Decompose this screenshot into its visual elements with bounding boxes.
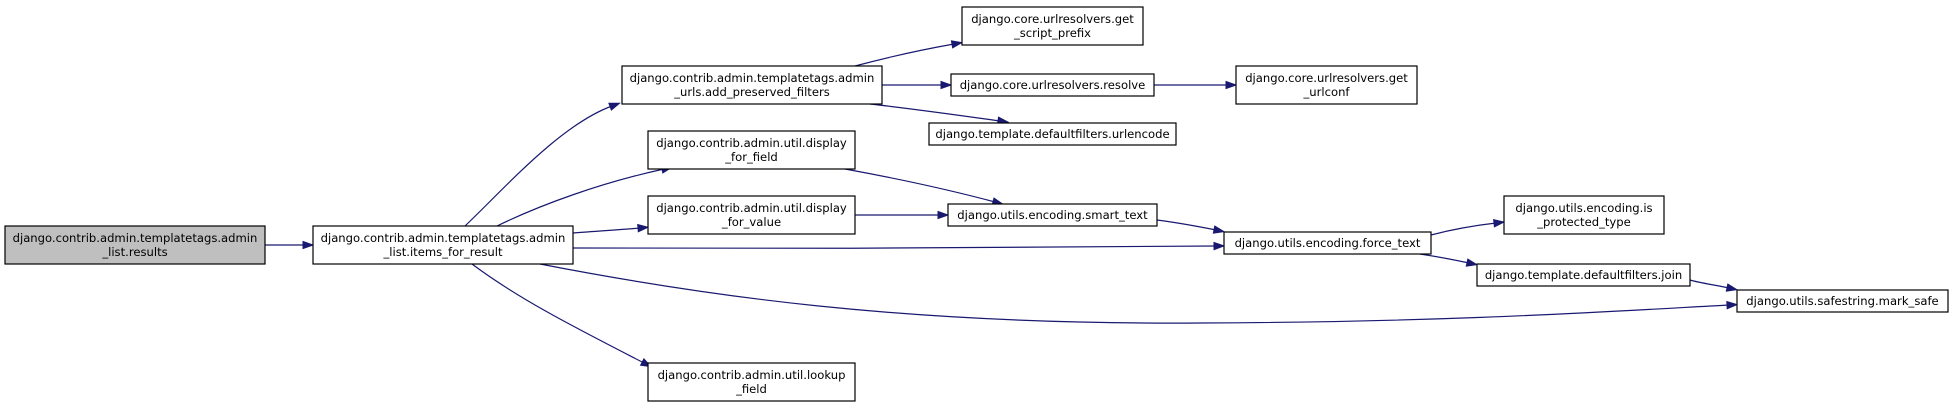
arrowhead-icon [1225, 80, 1238, 90]
edge-items_for_result-to-add_preserved_filters [464, 102, 621, 227]
node-box [647, 362, 856, 402]
node-box [950, 73, 1155, 97]
node-mark-safe[interactable]: django.utils.safestring.mark_safe [1736, 289, 1949, 313]
node-label: django.contrib.admin.util.display [656, 201, 847, 215]
node-label: django.contrib.admin.templatetags.admin [321, 231, 566, 245]
node-box [1476, 263, 1691, 287]
edge-line [869, 103, 1001, 122]
node-box [621, 65, 883, 105]
node-label: django.core.urlresolvers.get [971, 12, 1134, 26]
node-box [4, 225, 266, 265]
node-box [928, 122, 1177, 146]
arrowhead-icon [940, 80, 953, 90]
node-urlencode[interactable]: django.template.defaultfilters.urlencode [928, 122, 1177, 146]
node-label: django.utils.encoding.smart_text [957, 208, 1148, 222]
edge-line [1430, 222, 1497, 236]
edge-line [1156, 219, 1217, 231]
node-label: django.utils.encoding.force_text [1235, 236, 1421, 250]
edge-line [1419, 253, 1470, 264]
edge-items_for_result-to-display_for_value [572, 223, 650, 234]
arrowhead-icon [1725, 283, 1739, 292]
node-label: django.template.defaultfilters.urlencode [935, 127, 1169, 141]
node-box [961, 6, 1144, 46]
node-box [647, 195, 856, 235]
edge-add_preserved_filters-to-urlencode [869, 103, 1010, 125]
node-label: django.template.defaultfilters.join [1485, 268, 1682, 282]
edge-smart_text-to-force_text [1156, 219, 1226, 234]
node-label: _protected_type [1536, 215, 1631, 229]
edge-line [1689, 279, 1730, 289]
node-label: _field [735, 382, 767, 396]
node-label: _urls.add_preserved_filters [673, 85, 830, 99]
edge-force_text-to-is_protected_type [1430, 219, 1506, 236]
edge-join-to-mark_safe [1689, 279, 1739, 292]
node-join[interactable]: django.template.defaultfilters.join [1476, 263, 1691, 287]
node-display-for-value[interactable]: django.contrib.admin.util.display_for_va… [647, 195, 856, 235]
arrowhead-icon [1465, 258, 1479, 267]
node-label: django.contrib.admin.templatetags.admin [630, 71, 875, 85]
node-resolve[interactable]: django.core.urlresolvers.resolve [950, 73, 1155, 97]
edge-add_preserved_filters-to-resolve [882, 80, 953, 90]
edge-add_preserved_filters-to-get_script_prefix [854, 40, 964, 67]
node-box [647, 130, 856, 170]
node-get-urlconf[interactable]: django.core.urlresolvers.get_urlconf [1235, 65, 1418, 105]
node-box [312, 225, 574, 265]
arrowhead-icon [608, 102, 621, 111]
node-label: django.utils.safestring.mark_safe [1746, 294, 1938, 308]
node-label: django.contrib.admin.util.display [656, 136, 847, 150]
node-results[interactable]: django.contrib.admin.templatetags.admin_… [4, 225, 266, 265]
edge-line [844, 168, 996, 203]
edge-results-to-items_for_result [265, 240, 315, 250]
edge-line [539, 263, 1730, 324]
node-label: _for_field [724, 150, 778, 164]
node-label: django.utils.encoding.is [1515, 201, 1652, 215]
edge-line [572, 227, 641, 234]
arrowhead-icon [1212, 225, 1226, 234]
node-smart-text[interactable]: django.utils.encoding.smart_text [947, 203, 1158, 227]
node-label: django.contrib.admin.templatetags.admin [13, 231, 258, 245]
edge-line [464, 105, 613, 227]
node-label: _list.items_for_result [382, 245, 503, 259]
node-label: _for_value [721, 215, 781, 229]
node-label: django.contrib.admin.util.lookup [658, 368, 846, 382]
node-label: django.core.urlresolvers.get [1245, 71, 1408, 85]
arrowhead-icon [937, 210, 950, 220]
arrowhead-icon [302, 240, 315, 250]
edge-line [572, 245, 1217, 249]
node-box [947, 203, 1158, 227]
node-force-text[interactable]: django.utils.encoding.force_text [1223, 231, 1432, 255]
node-box [1503, 195, 1665, 235]
edge-display_for_value-to-smart_text [855, 210, 950, 220]
edge-line [471, 263, 645, 364]
node-label: _script_prefix [1013, 26, 1091, 40]
arrowhead-icon [950, 40, 964, 49]
node-label: _list.results [101, 245, 167, 259]
node-add-preserved-filters[interactable]: django.contrib.admin.templatetags.admin_… [621, 65, 883, 105]
node-label: _urlconf [1302, 85, 1350, 99]
arrowhead-icon [1493, 219, 1506, 228]
nodes-layer: django.contrib.admin.templatetags.admin_… [4, 6, 1949, 402]
node-get-script-prefix[interactable]: django.core.urlresolvers.get_script_pref… [961, 6, 1144, 46]
arrowhead-icon [1726, 300, 1739, 310]
edge-items_for_result-to-display_for_field [496, 165, 674, 227]
edge-items_for_result-to-mark_safe [539, 263, 1739, 324]
node-is-protected-type[interactable]: django.utils.encoding.is_protected_type [1503, 195, 1665, 235]
edge-line [854, 43, 955, 67]
arrowhead-icon [1213, 241, 1226, 251]
node-box [1736, 289, 1949, 313]
node-box [1223, 231, 1432, 255]
edge-line [496, 168, 665, 227]
edge-force_text-to-join [1419, 253, 1479, 267]
edges-layer [265, 40, 1739, 368]
node-box [1235, 65, 1418, 105]
node-label: django.core.urlresolvers.resolve [960, 78, 1146, 92]
arrowhead-icon [637, 223, 650, 233]
edge-items_for_result-to-force_text [572, 241, 1226, 251]
node-items-for-result[interactable]: django.contrib.admin.templatetags.admin_… [312, 225, 574, 265]
node-lookup-field[interactable]: django.contrib.admin.util.lookup_field [647, 362, 856, 402]
node-display-for-field[interactable]: django.contrib.admin.util.display_for_fi… [647, 130, 856, 170]
edge-display_for_field-to-smart_text [844, 168, 1005, 206]
edge-resolve-to-get_urlconf [1154, 80, 1238, 90]
